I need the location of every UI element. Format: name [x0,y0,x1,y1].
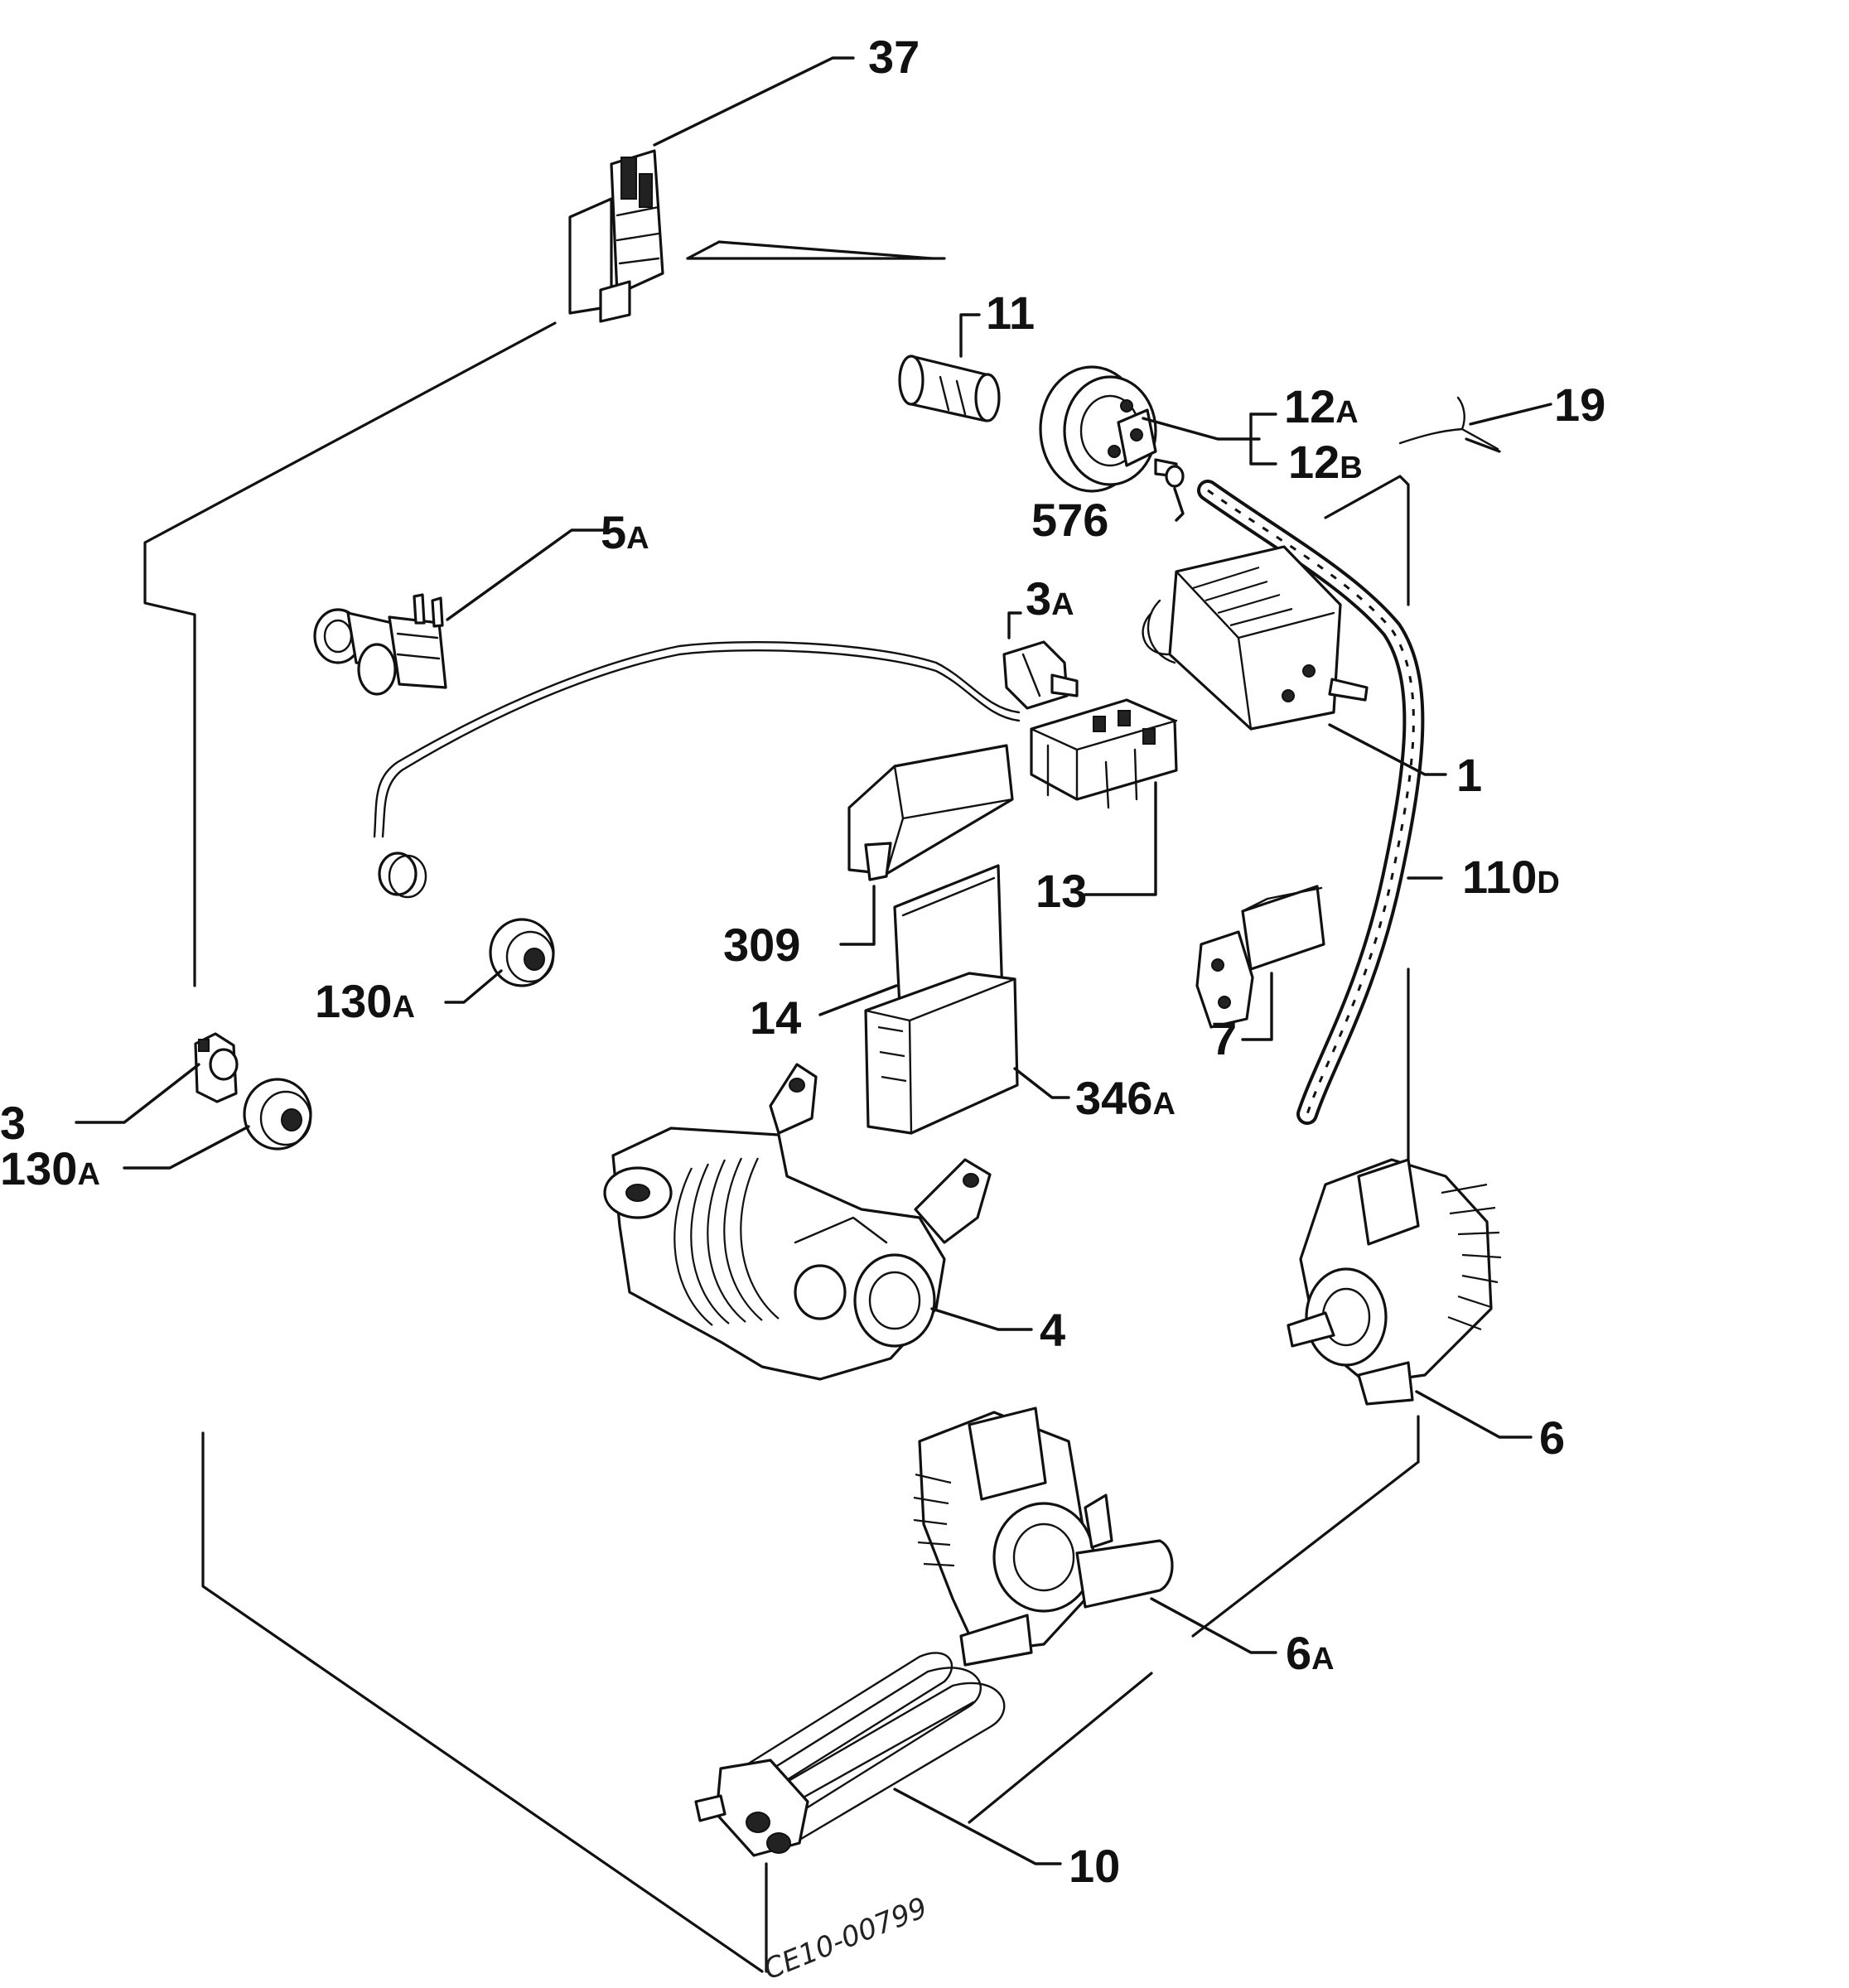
cover-309 [847,744,1014,881]
label-1: 1 [1456,749,1482,801]
label-3a: 3A [1026,572,1074,625]
motor-4 [603,1063,992,1381]
heating-element-10 [694,1652,1006,1857]
drain-pump-6 [1287,1158,1502,1406]
housing-346a [864,972,1019,1135]
sensor-cable [373,640,1021,899]
label-10: 10 [1069,1840,1120,1892]
door-lock-37 [568,149,664,323]
terminal-block-13 [1030,698,1178,809]
label-309: 309 [723,919,800,971]
label-13: 13 [1036,865,1087,917]
label-37: 37 [868,31,920,83]
label-130a-upper: 130A [315,975,415,1027]
circulation-pump-6a [913,1407,1174,1667]
label-5a: 5A [601,506,649,558]
part-labels: 37 11 12A 12B 19 576 5A 3A 1 13 110D 309… [0,31,1605,1892]
leader-lines [75,56,1552,1865]
label-4: 4 [1040,1304,1065,1356]
label-12b: 12B [1288,436,1363,488]
label-576: 576 [1031,494,1108,546]
label-346a: 346A [1075,1072,1176,1124]
grommet-130a-upper [489,918,555,987]
thermostat-3 [194,1032,239,1103]
pressure-switch-12 [1039,365,1178,493]
connector-3a [1002,640,1079,710]
wire-clip-19 [1398,396,1501,453]
label-6: 6 [1539,1411,1565,1464]
label-11: 11 [986,287,1035,339]
hose-110d [1197,480,1425,1125]
grommet-130a-lower [243,1078,312,1151]
cabinet-outline [143,240,1420,1973]
label-12a: 12A [1284,380,1359,432]
label-7: 7 [1211,1012,1237,1064]
label-19: 19 [1554,379,1605,431]
label-6a: 6A [1286,1627,1335,1679]
label-3: 3 [0,1097,26,1149]
programmer-1 [1142,545,1369,731]
capacitor-11 [898,355,1001,422]
drawing-reference-stamp: CE10-00799 [759,1891,932,1986]
label-130a-lower: 130A [0,1142,100,1194]
water-valve-5a [313,593,447,696]
clip-576 [1165,465,1185,488]
label-110d: 110D [1462,851,1560,903]
label-14: 14 [750,992,801,1044]
interlock-7 [1195,885,1325,1029]
